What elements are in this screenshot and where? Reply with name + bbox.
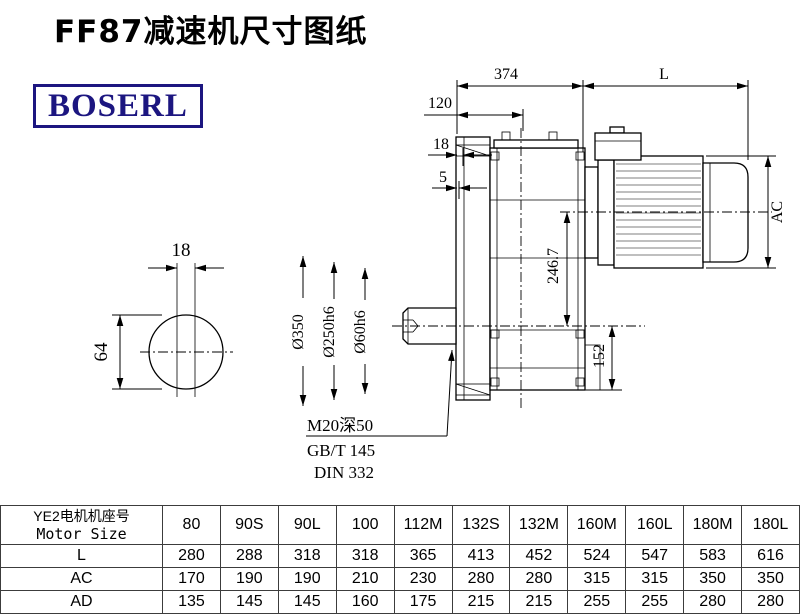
- table-cell: 280: [451, 567, 511, 591]
- table-cell: 350: [741, 567, 800, 591]
- table-cell: 350: [683, 567, 743, 591]
- table-col-header: 90S: [219, 505, 279, 545]
- dim-246-label: 246.7: [545, 248, 562, 284]
- dim-shaft-dia-label: Ø60h6: [352, 310, 369, 354]
- dim-120-label: 120: [428, 95, 452, 112]
- centerlines: [392, 128, 772, 408]
- table-col-header: 180L: [741, 505, 800, 545]
- motor-assembly: [584, 126, 749, 269]
- table-cell: 413: [451, 544, 511, 568]
- dim-L-label: L: [659, 66, 669, 83]
- dim-key-width-label: 18: [172, 240, 191, 261]
- table-cell: 135: [162, 590, 221, 614]
- table-cell: 210: [335, 567, 395, 591]
- table-cell: 318: [277, 544, 337, 568]
- table-col-header: 100: [335, 505, 395, 545]
- tap-standard-din-label: DIN 332: [314, 463, 374, 482]
- table-cell: 175: [393, 590, 453, 614]
- table-cell: 255: [567, 590, 627, 614]
- table-row: AD 135 145 145 160 175 215 215 255 255 2…: [0, 590, 800, 614]
- row-label: L: [0, 544, 163, 568]
- table-cell: 160: [335, 590, 395, 614]
- dimensions: 374 L 120 18 5 AC 246.7: [290, 66, 786, 482]
- technical-drawing: 18 64: [91, 66, 786, 482]
- row-label: AC: [0, 567, 163, 591]
- table-row: L 280 288 318 318 365 413 452 524 547 58…: [0, 544, 800, 568]
- shaft-end-view: 18 64: [91, 240, 233, 397]
- table-cell: 215: [451, 590, 511, 614]
- table-cell: 288: [219, 544, 279, 568]
- table-col-header: 160M: [567, 505, 627, 545]
- table-cell: 215: [509, 590, 569, 614]
- dim-shaft-flat-label: 64: [91, 342, 112, 362]
- table-col-header: 90L: [277, 505, 337, 545]
- motor-size-header-cell: YE2电机机座号 Motor Size: [0, 505, 163, 545]
- table-col-header: 132M: [509, 505, 569, 545]
- dim-flange-dia-label: Ø350: [290, 314, 307, 350]
- table-cell: 315: [567, 567, 627, 591]
- table-cell: 190: [219, 567, 279, 591]
- table-cell: 145: [219, 590, 279, 614]
- table-cell: 145: [277, 590, 337, 614]
- dim-18-label: 18: [433, 136, 449, 153]
- motor-fins: [616, 163, 701, 256]
- motor-size-table: YE2电机机座号 Motor Size 80 90S 90L 100 112M …: [0, 505, 800, 614]
- motor-size-label-cn: YE2电机机座号: [33, 507, 130, 524]
- table-col-header: 160L: [625, 505, 685, 545]
- brand-logo: BOSERL: [33, 84, 203, 128]
- table-col-header: 132S: [451, 505, 511, 545]
- table-cell: 452: [509, 544, 569, 568]
- row-label: AD: [0, 590, 163, 614]
- table-cell: 280: [741, 590, 800, 614]
- page-title: FF87减速机尺寸图纸: [54, 14, 368, 50]
- table-cell: 230: [393, 567, 453, 591]
- table-col-header: 80: [162, 505, 221, 545]
- table-cell: 547: [625, 544, 685, 568]
- tap-annotation: M20深50 GB/T 145 DIN 332: [306, 349, 455, 482]
- table-cell: 583: [683, 544, 743, 568]
- table-header-row: YE2电机机座号 Motor Size 80 90S 90L 100 112M …: [0, 505, 800, 545]
- dim-152-label: 152: [591, 344, 608, 368]
- table-cell: 318: [335, 544, 395, 568]
- fan-cover: [702, 162, 749, 263]
- table-cell: 315: [625, 567, 685, 591]
- table-col-header: 180M: [683, 505, 743, 545]
- table-cell: 524: [567, 544, 627, 568]
- tap-standard-gb-label: GB/T 145: [307, 441, 375, 460]
- terminal-box: [594, 126, 642, 161]
- table-cell: 365: [393, 544, 453, 568]
- brand-logo-text: BOSERL: [48, 87, 188, 124]
- table-cell: 170: [162, 567, 221, 591]
- dim-374-label: 374: [494, 66, 518, 83]
- table-row: AC 170 190 190 210 230 280 280 315 315 3…: [0, 567, 800, 591]
- dim-spigot-dia-label: Ø250h6: [321, 306, 338, 358]
- motor-size-label-en: Motor Size: [36, 525, 127, 544]
- table-cell: 255: [625, 590, 685, 614]
- table-cell: 280: [162, 544, 221, 568]
- table-col-header: 112M: [393, 505, 453, 545]
- table-cell: 280: [683, 590, 743, 614]
- dim-AC-label: AC: [769, 201, 786, 223]
- table-cell: 616: [741, 544, 800, 568]
- table-cell: 190: [277, 567, 337, 591]
- dim-5-label: 5: [439, 169, 447, 186]
- tap-label: M20深50: [307, 416, 373, 435]
- table-cell: 280: [509, 567, 569, 591]
- flange: [455, 136, 491, 401]
